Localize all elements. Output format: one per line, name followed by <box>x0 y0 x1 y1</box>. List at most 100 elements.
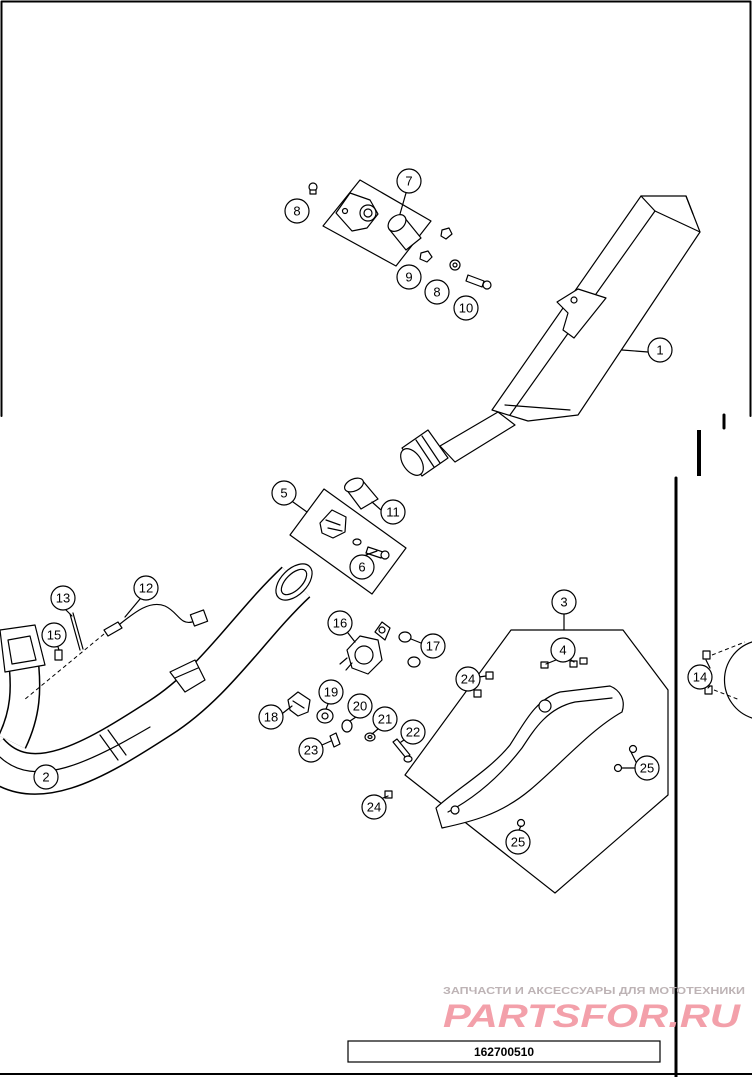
callout-9[interactable]: 9 <box>396 264 422 290</box>
callout-number: 3 <box>560 595 567 610</box>
heat-shield-group-3 <box>404 629 669 894</box>
watermark-logo: PARTSFOR.RU <box>443 998 741 1034</box>
clamp-group-5 <box>289 488 407 595</box>
callout-number: 25 <box>511 835 525 850</box>
callout-circle <box>50 585 76 611</box>
callout-number: 4 <box>559 643 566 658</box>
header-pipe <box>0 563 313 795</box>
oxygen-sensor <box>23 603 209 701</box>
hardware-8-9-10 <box>308 182 492 290</box>
leader-lines <box>57 192 711 831</box>
callout-circle <box>271 480 297 506</box>
callout-circle <box>505 829 531 855</box>
callout-25[interactable]: 25 <box>634 755 660 781</box>
callout-5[interactable]: 5 <box>271 480 297 506</box>
rubber-buffers-17 <box>398 631 421 668</box>
callout-7[interactable]: 7 <box>396 168 422 194</box>
muffler <box>400 195 701 477</box>
callout-10[interactable]: 10 <box>453 295 479 321</box>
callout-circle <box>347 693 373 719</box>
callout-circle <box>420 633 446 659</box>
callout-number: 15 <box>47 628 61 643</box>
callout-number: 14 <box>693 670 707 685</box>
callout-24[interactable]: 24 <box>455 666 481 692</box>
callout-number: 22 <box>406 725 420 740</box>
callout-23[interactable]: 23 <box>298 737 324 763</box>
callout-24[interactable]: 24 <box>361 794 387 820</box>
callout-number: 19 <box>324 685 338 700</box>
callout-circle <box>455 666 481 692</box>
callout-circle <box>41 622 67 648</box>
callout-19[interactable]: 19 <box>318 679 344 705</box>
callout-number: 21 <box>378 712 392 727</box>
callout-number: 17 <box>426 639 440 654</box>
callout-circle <box>687 664 713 690</box>
callout-number: 9 <box>405 270 412 285</box>
callout-number: 2 <box>42 770 49 785</box>
callout-number: 1 <box>656 343 663 358</box>
sleeve-11 <box>343 477 379 510</box>
callout-17[interactable]: 17 <box>420 633 446 659</box>
callout-circle <box>349 554 375 580</box>
callout-number: 13 <box>56 591 70 606</box>
callout-18[interactable]: 18 <box>258 704 284 730</box>
callout-circle <box>33 764 59 790</box>
callout-number: 7 <box>405 174 412 189</box>
callout-15[interactable]: 15 <box>41 622 67 648</box>
watermark-tagline: ЗАПЧАСТИ И АКСЕССУАРЫ ДЛЯ МОТОТЕХНИКИ <box>443 985 745 997</box>
callout-number: 25 <box>640 761 654 776</box>
callout-circle <box>550 637 576 663</box>
callout-1[interactable]: 1 <box>647 337 673 363</box>
callout-circle <box>372 706 398 732</box>
callout-circle <box>647 337 673 363</box>
rubber-mount-16 <box>339 621 391 675</box>
callout-13[interactable]: 13 <box>50 585 76 611</box>
callout-number: 8 <box>433 285 440 300</box>
callout-25[interactable]: 25 <box>505 829 531 855</box>
callout-circle <box>396 168 422 194</box>
callout-circle <box>551 589 577 615</box>
clips-24 <box>384 671 494 799</box>
callout-22[interactable]: 22 <box>400 719 426 745</box>
callout-8[interactable]: 8 <box>284 198 310 224</box>
callout-14[interactable]: 14 <box>687 664 713 690</box>
callout-circle <box>298 737 324 763</box>
callout-number: 16 <box>333 616 347 631</box>
callout-8[interactable]: 8 <box>424 279 450 305</box>
callout-number: 24 <box>367 800 381 815</box>
callout-circle <box>327 610 353 636</box>
callout-11[interactable]: 11 <box>380 499 406 525</box>
callout-circle <box>396 264 422 290</box>
callout-6[interactable]: 6 <box>349 554 375 580</box>
callout-circle <box>453 295 479 321</box>
callout-20[interactable]: 20 <box>347 693 373 719</box>
callout-number: 8 <box>293 204 300 219</box>
bracket-group-7 <box>322 179 432 267</box>
part-number: 162700510 <box>474 1045 534 1059</box>
callout-21[interactable]: 21 <box>372 706 398 732</box>
callout-2[interactable]: 2 <box>33 764 59 790</box>
callout-number: 6 <box>358 560 365 575</box>
callout-number: 5 <box>280 486 287 501</box>
callout-circle <box>361 794 387 820</box>
callout-3[interactable]: 3 <box>551 589 577 615</box>
callout-12[interactable]: 12 <box>133 575 159 601</box>
watermark: ЗАПЧАСТИ И АКСЕССУАРЫ ДЛЯ МОТОТЕХНИКИ PA… <box>443 985 745 1034</box>
callout-number: 18 <box>264 710 278 725</box>
callout-circle <box>258 704 284 730</box>
callout-16[interactable]: 16 <box>327 610 353 636</box>
callout-4[interactable]: 4 <box>550 637 576 663</box>
callout-number: 24 <box>461 672 475 687</box>
callout-number: 20 <box>353 699 367 714</box>
part-number-box: 162700510 <box>347 1040 661 1063</box>
callout-number: 12 <box>139 581 153 596</box>
callout-circle <box>318 679 344 705</box>
callout-circle <box>400 719 426 745</box>
hanger-hardware-18-23 <box>287 691 413 763</box>
fasteners-14 <box>702 641 752 719</box>
callout-number: 23 <box>304 743 318 758</box>
callout-circle <box>133 575 159 601</box>
